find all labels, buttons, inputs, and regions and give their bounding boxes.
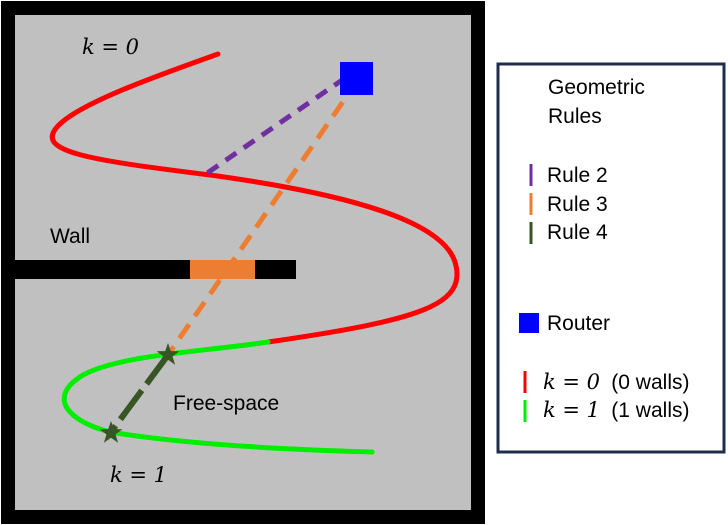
legend-title-line1: Geometric <box>548 76 645 99</box>
legend-box <box>496 62 726 454</box>
label-k1: k = 1 <box>110 463 167 487</box>
legend-rule3-label: Rule 3 <box>547 193 608 216</box>
legend-k1-label: k = 1 (1 walls) <box>543 398 689 422</box>
legend-k0-suffix: (0 walls) <box>611 371 689 394</box>
router-marker <box>340 62 373 95</box>
rule4-ray <box>108 353 171 434</box>
star-icon-upper <box>156 343 180 365</box>
legend-k0-label: k = 0 (0 walls) <box>543 370 689 394</box>
rule2-ray <box>198 75 347 181</box>
trajectory-k0 <box>49 51 460 345</box>
legend: Geometric Rules Rule 2 Rule 3 Rule 4 Rou… <box>496 62 726 454</box>
wall-crossing-segment <box>190 260 255 279</box>
legend-rule4-label: Rule 4 <box>547 221 608 244</box>
rule3-ray <box>165 78 361 357</box>
star-icon-lower <box>99 421 123 443</box>
legend-router-swatch <box>519 313 539 333</box>
legend-router-label: Router <box>547 312 610 335</box>
label-free-space: Free-space <box>173 392 279 415</box>
label-k0: k = 0 <box>82 35 139 59</box>
legend-k1-math: k = 1 <box>543 398 600 422</box>
legend-k0-math: k = 0 <box>543 370 600 394</box>
label-wall: Wall <box>50 225 90 248</box>
legend-rule2-label: Rule 2 <box>547 164 608 187</box>
legend-title-line2: Rules <box>548 105 602 128</box>
legend-k1-suffix: (1 walls) <box>611 399 689 422</box>
